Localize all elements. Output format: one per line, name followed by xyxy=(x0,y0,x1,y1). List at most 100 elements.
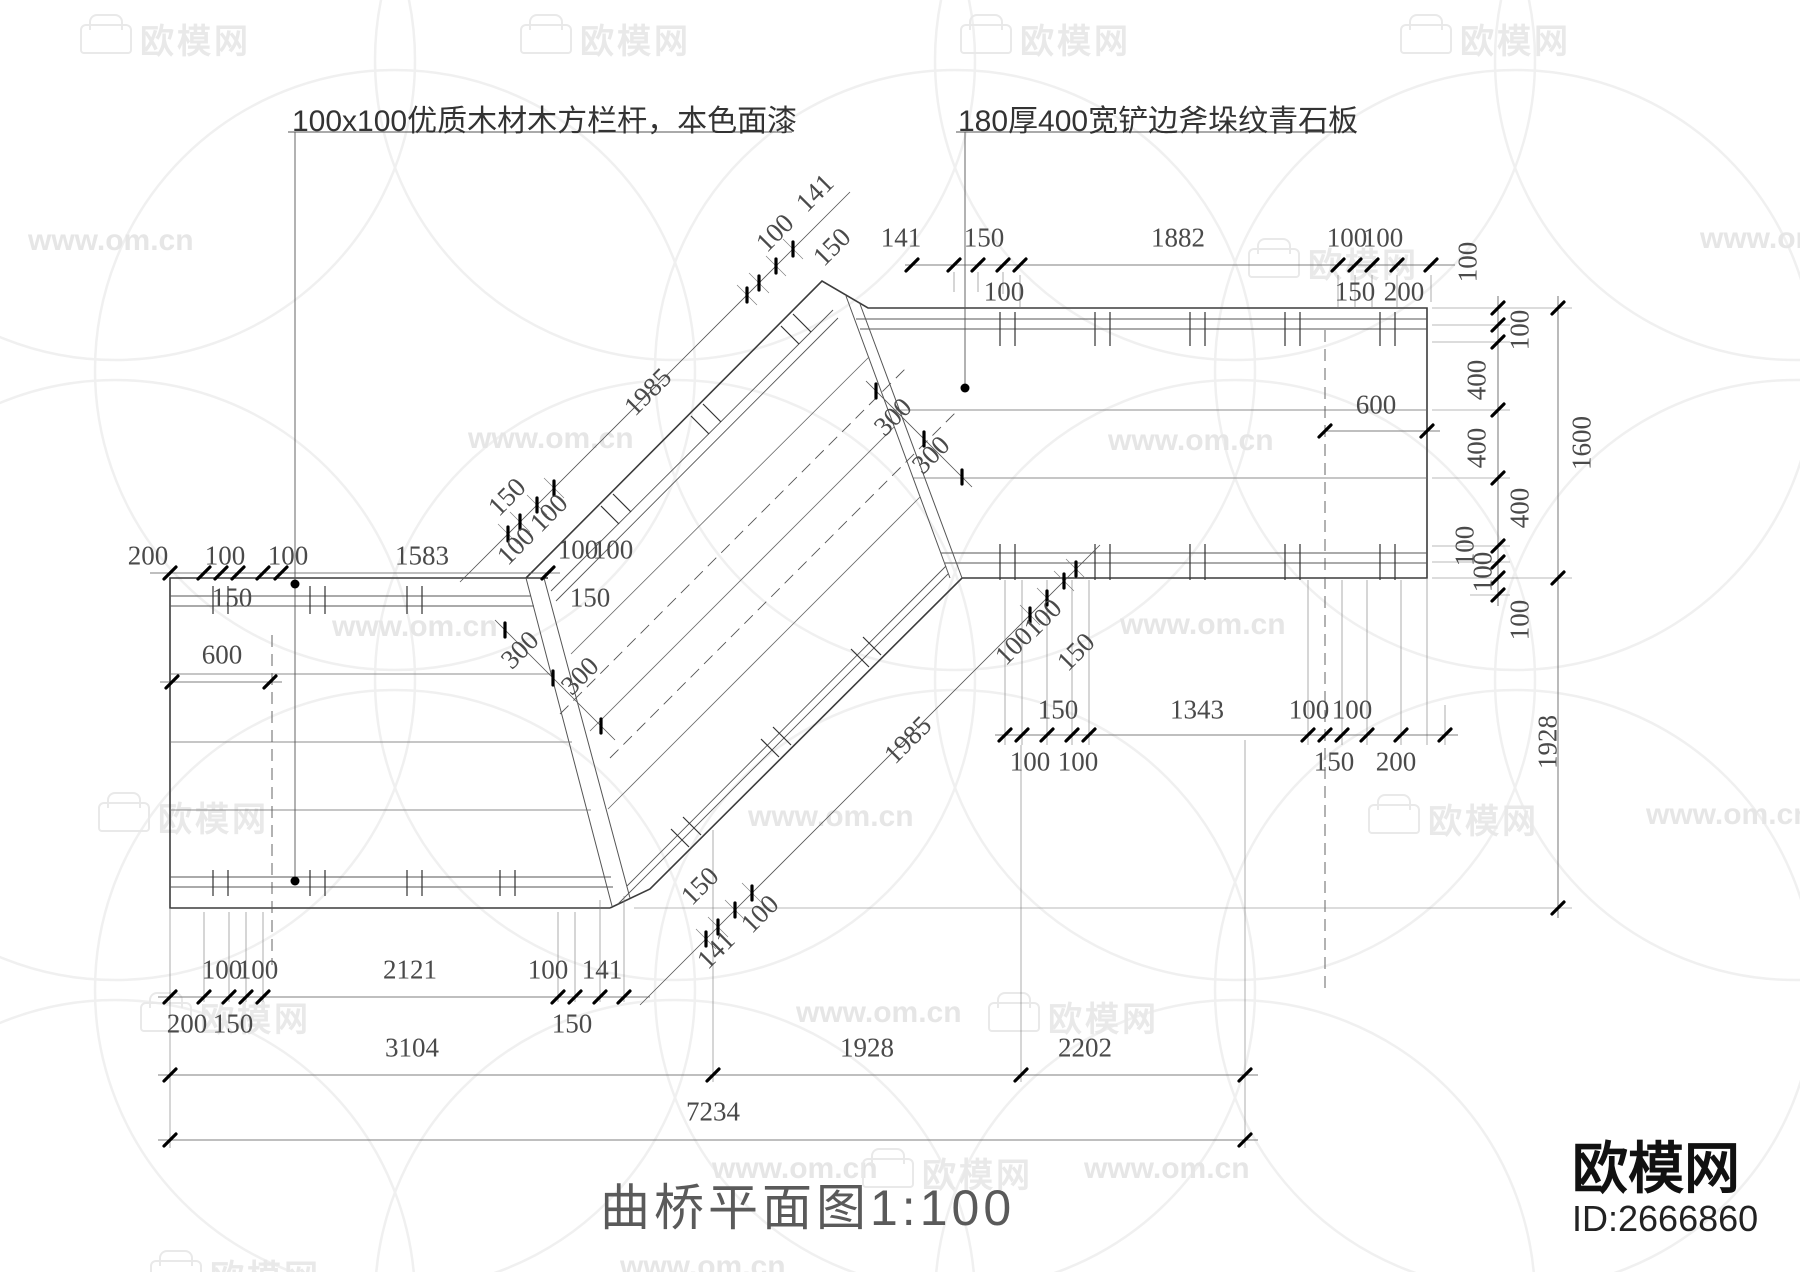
dimension-ticks xyxy=(162,240,1566,1148)
watermark-site-text: 欧模网 xyxy=(200,1001,311,1039)
stone-annotation: 180厚400宽铲边斧垛纹青石板 xyxy=(958,105,1359,138)
sofa-icon xyxy=(98,791,150,832)
dim-label: 100 xyxy=(557,534,599,565)
watermark-site-logo: 欧模网 xyxy=(520,13,691,63)
sofa-icon xyxy=(960,13,1012,54)
dim-label: 150 xyxy=(1334,276,1376,307)
dim-label: 200 xyxy=(127,540,169,571)
watermark-site-text: 欧模网 xyxy=(1048,1001,1159,1039)
watermark-url-text: www.om.cn xyxy=(468,422,634,455)
dim-label: 100 xyxy=(983,276,1025,307)
dim-label: 1928 xyxy=(1532,715,1563,769)
dim-label: 1583 xyxy=(395,540,449,571)
dim-label: 100 xyxy=(527,954,569,985)
sofa-icon xyxy=(520,13,572,54)
dashed-centerlines xyxy=(271,330,1326,990)
dim-label: 3104 xyxy=(385,1032,439,1063)
dim-label: 150 xyxy=(212,1008,254,1039)
watermark-url-text: www.om.cn xyxy=(1084,1152,1250,1185)
dim-label: 400 xyxy=(1461,359,1492,401)
sofa-icon xyxy=(988,991,1040,1032)
sofa-icon xyxy=(150,1249,202,1272)
watermark-site-text: 欧模网 xyxy=(140,23,251,61)
dim-label: 400 xyxy=(1461,427,1492,469)
watermark-url-text: www.om.cn xyxy=(748,800,914,833)
bridge-outline xyxy=(169,279,1428,909)
watermark-url-text: www.om.cn xyxy=(1646,798,1800,831)
watermark-url-text: www.om.cn xyxy=(332,610,498,643)
dim-label: 100 xyxy=(1362,222,1404,253)
dim-label: 100 xyxy=(267,540,309,571)
leader-lines xyxy=(288,131,1354,881)
drawing-title: 曲桥平面图1:100 xyxy=(600,1168,1015,1240)
watermark-url-text: www.om.cn xyxy=(1108,424,1274,457)
dim-label: 100 xyxy=(204,540,246,571)
watermark-site-logo: 欧模网 xyxy=(1368,793,1539,843)
watermark-site-logo: 欧模网 xyxy=(140,991,311,1041)
dim-label: 100 xyxy=(1331,694,1373,725)
sofa-icon xyxy=(1248,237,1300,278)
watermark-site-text: 欧模网 xyxy=(210,1250,321,1272)
dim-label: 600 xyxy=(201,639,243,670)
dim-label: 7234 xyxy=(686,1096,740,1127)
dim-label: 150 xyxy=(551,1008,593,1039)
watermark-url-text: www.om.cn xyxy=(620,1250,786,1272)
dim-label: 100 xyxy=(201,954,243,985)
dim-label: 1343 xyxy=(1170,694,1224,725)
watermark-site-logo: 欧模网 xyxy=(80,13,251,63)
site-logo-id: ID:2666860 xyxy=(1572,1197,1759,1239)
dim-label: 100 xyxy=(1504,599,1535,641)
watermark-site-logo: 欧模网 xyxy=(960,13,1131,63)
dim-label: 150 xyxy=(211,582,253,613)
dim-label: 200 xyxy=(1383,276,1425,307)
watermark-site-text: 欧模网 xyxy=(1460,23,1571,61)
dimension-lines xyxy=(150,191,1559,1141)
drawing-title-text: 曲桥平面图 xyxy=(600,1180,870,1236)
watermark-site-text: 欧模网 xyxy=(1020,23,1131,61)
watermark-site-logo: 欧模网 xyxy=(150,1249,321,1272)
dim-label: 100 xyxy=(592,534,634,565)
site-logo-block: 欧模网 ID:2666860 xyxy=(1572,1137,1782,1239)
dim-label: 1928 xyxy=(840,1032,894,1063)
dim-label: 1600 xyxy=(1566,416,1597,470)
sofa-icon xyxy=(1400,13,1452,54)
dim-label: 150 xyxy=(569,582,611,613)
dim-label: 150 xyxy=(963,222,1005,253)
dim-label: 1882 xyxy=(1151,222,1205,253)
leader-dots xyxy=(290,383,970,886)
dim-label: 100 xyxy=(1009,746,1051,777)
watermark-site-text: 欧模网 xyxy=(580,23,691,61)
watermark-site-logo: 欧模网 xyxy=(862,1147,1033,1197)
dim-label: 100 xyxy=(1467,551,1498,593)
dim-label: 600 xyxy=(1355,389,1397,420)
watermark-site-text: 欧模网 xyxy=(922,1157,1033,1195)
dim-label: 150 xyxy=(1037,694,1079,725)
watermark-url-text: www.om.cn xyxy=(1120,608,1286,641)
dim-label: 141 xyxy=(880,222,922,253)
dim-label: 2121 xyxy=(383,954,437,985)
dim-label: 100 xyxy=(1452,241,1483,283)
sofa-icon xyxy=(80,13,132,54)
watermark-site-text: 欧模网 xyxy=(1428,803,1539,841)
dim-label: 150 xyxy=(1313,746,1355,777)
watermark-url-text: www.om.cn xyxy=(1700,222,1800,255)
watermark-site-logo: 欧模网 xyxy=(98,791,269,841)
railing-posts xyxy=(212,312,1396,896)
railing-lines xyxy=(170,309,1427,905)
dim-label: 100 xyxy=(1504,309,1535,351)
railing-annotation: 100x100优质木材木方栏杆，本色面漆 xyxy=(292,105,798,138)
dim-label: 200 xyxy=(1375,746,1417,777)
dim-label: 100 xyxy=(1057,746,1099,777)
dim-label: 100 xyxy=(1326,222,1368,253)
dim-label: 400 xyxy=(1504,487,1535,529)
sofa-icon xyxy=(862,1147,914,1188)
dim-label: 200 xyxy=(166,1008,208,1039)
site-logo-name: 欧模网 xyxy=(1572,1137,1740,1200)
dim-label: 141 xyxy=(581,954,623,985)
watermark-url-text: www.om.cn xyxy=(796,996,962,1029)
dim-label: 100 xyxy=(1288,694,1330,725)
slab-joint-lines xyxy=(170,356,1427,811)
sofa-icon xyxy=(1368,793,1420,834)
